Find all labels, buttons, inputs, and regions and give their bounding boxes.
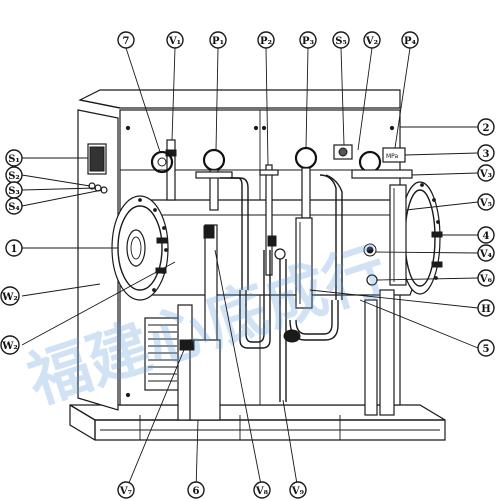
callout-V3: V₃ [477, 164, 495, 182]
callout-4: 4 [477, 226, 495, 244]
callout-S2: S₂ [5, 166, 23, 184]
callout-V4: V₄ [477, 244, 495, 262]
svg-text:3: 3 [483, 149, 490, 160]
callout-P1: P₁ [209, 31, 227, 49]
callout-P2: P₂ [257, 31, 275, 49]
callout-V7: V₇ [117, 481, 135, 499]
callout-V8: V₈ [253, 481, 271, 499]
svg-text:S₅: S₅ [335, 36, 347, 47]
svg-text:V₆: V₆ [479, 274, 493, 285]
svg-text:S₂: S₂ [8, 171, 20, 182]
callout-H: H [477, 299, 495, 317]
svg-text:2: 2 [483, 123, 490, 134]
svg-text:V₅: V₅ [479, 198, 492, 209]
callout-V9: V₉ [289, 481, 307, 499]
svg-text:4: 4 [483, 231, 490, 242]
callout-7: 7 [117, 31, 135, 49]
svg-text:P₂: P₂ [260, 36, 272, 47]
svg-text:S₃: S₃ [8, 186, 20, 197]
callout-V2: V₂ [363, 31, 381, 49]
top-piping: MPa [150, 139, 413, 300]
svg-text:P₃: P₃ [302, 36, 314, 47]
svg-text:V₇: V₇ [119, 486, 132, 497]
svg-text:V₃: V₃ [479, 169, 492, 180]
callout-5: 5 [477, 339, 495, 357]
svg-text:6: 6 [193, 486, 200, 497]
callout-S5: S₅ [332, 31, 350, 49]
leader-lines [21, 47, 479, 491]
callout-1: 1 [5, 239, 23, 257]
callout-6: 6 [187, 481, 205, 499]
svg-text:V₄: V₄ [479, 249, 493, 260]
svg-text:P₁: P₁ [212, 36, 224, 47]
callout-W2-lower: W₂ [0, 335, 20, 355]
callout-P3: P₃ [299, 31, 317, 49]
callout-V1: V₁ [166, 31, 184, 49]
svg-text:V₉: V₉ [291, 486, 304, 497]
svg-text:V₈: V₈ [255, 486, 269, 497]
svg-text:7: 7 [123, 36, 130, 47]
svg-text:H: H [481, 304, 490, 315]
vent-louvres [144, 317, 181, 391]
base-skid [69, 404, 446, 441]
svg-text:1: 1 [11, 244, 18, 255]
callout-S3: S₃ [5, 181, 23, 199]
control-panel [87, 143, 108, 194]
callout-V6: V₆ [477, 269, 495, 287]
svg-text:S₄: S₄ [8, 202, 20, 213]
callout-P4: P₄ [401, 31, 419, 49]
svg-text:V₁: V₁ [168, 36, 181, 47]
svg-text:P₄: P₄ [404, 36, 417, 47]
callout-V5: V₅ [477, 193, 495, 211]
svg-text:S₁: S₁ [8, 154, 20, 165]
svg-text:W₂: W₂ [1, 292, 18, 303]
svg-text:5: 5 [483, 344, 490, 355]
callout-S4: S₄ [5, 197, 23, 215]
callout-W2-upper: W₂ [0, 286, 20, 306]
callout-S1: S₁ [5, 149, 23, 167]
callout-3: 3 [477, 144, 495, 162]
svg-text:MPa: MPa [386, 153, 399, 160]
svg-text:W₂: W₂ [1, 341, 18, 352]
callout-2: 2 [477, 118, 495, 136]
filter-columns [177, 184, 407, 421]
svg-text:V₂: V₂ [365, 36, 378, 47]
left-flange [111, 195, 169, 301]
